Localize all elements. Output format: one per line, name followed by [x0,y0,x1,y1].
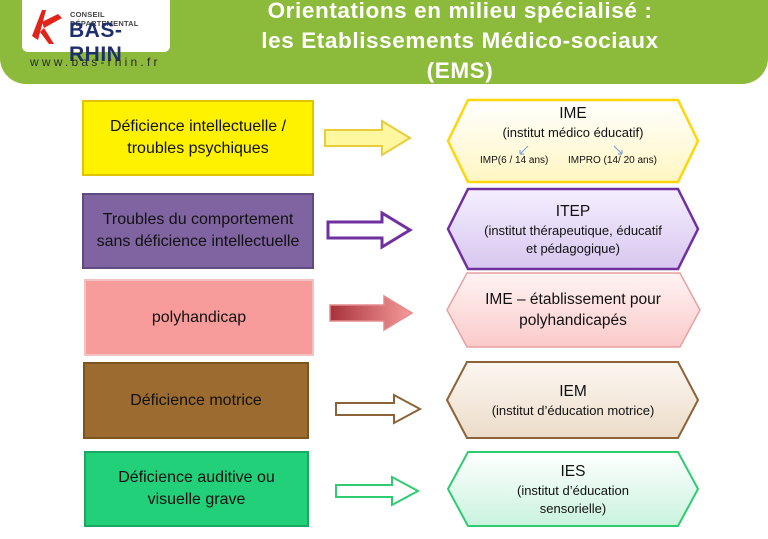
website-url: www.bas-rhin.fr [30,55,161,69]
source-label: polyhandicap [151,308,247,326]
target-text-ime-polyhandicap: IME – établissement pour polyhandicapés [478,278,668,342]
target-text-iem: IEM (institut d’éducation motrice) [470,367,676,433]
source-box-motor: Déficience motrice [83,362,309,439]
logo-mark-icon [32,10,62,44]
arrow-right-icon [335,475,421,507]
source-label: Déficience intellectuelle / troubles psy… [109,118,287,157]
title-line-3: (EMS) [426,58,494,83]
target-name: ITEP [555,202,591,220]
arrow-right-icon [326,210,413,250]
logo-title: BAS-RHIN [69,19,123,66]
target-hexagon-ime-polyhandicap [446,272,701,348]
target-description: (institut thérapeutique, éducatif et péd… [484,222,662,256]
logo: CONSEIL DÉPARTEMENTAL BAS-RHIN [22,0,170,66]
target-name: IES [560,462,586,480]
source-box-polyhandicap: polyhandicap [84,279,314,356]
target-description: (institut d’éducation sensorielle) [516,482,629,516]
title-line-2: les Etablissements Médico-sociaux [261,28,659,53]
arrow-down-right-icon [613,145,623,155]
title-line-1: Orientations en milieu spécialisé : [267,0,653,23]
sub-branch-impro: IMPRO (14/ 20 ans) [568,155,657,166]
target-text-ies: IES (institut d’éducation sensorielle) [490,455,656,523]
source-label: Déficience motrice [130,391,262,409]
logo-subtitle: CONSEIL DÉPARTEMENTAL [70,10,139,28]
target-text-ime: IME (institut médico éducatif) [470,102,676,142]
arrow-right-icon [329,294,414,332]
source-label: Déficience auditive ou visuelle grave [118,469,275,508]
target-name: IME [559,104,587,122]
target-hexagon-itep [446,187,700,271]
page-title: Orientations en milieu spécialisé : les … [180,0,740,86]
arrow-right-icon [335,393,423,425]
source-box-intellectual: Déficience intellectuelle / troubles psy… [82,100,314,176]
target-name: IME – établissement pour polyhandicapés [485,291,661,329]
target-description: (institut d’éducation motrice) [491,402,655,418]
arrow-down-left-icon [519,145,529,155]
sub-branch-imp: IMP(6 / 14 ans) [480,155,549,166]
source-box-sensory: Déficience auditive ou visuelle grave [84,451,309,527]
source-box-behaviour: Troubles du comportement sans déficience… [82,193,314,269]
source-label: Troubles du comportement sans déficience… [96,211,300,250]
target-hexagon-iem [445,361,700,439]
arrow-right-icon [324,119,412,157]
target-name: IEM [559,382,587,400]
target-hexagon-ies [446,451,700,527]
target-hexagon-ime [446,98,700,184]
header-banner: CONSEIL DÉPARTEMENTAL BAS-RHIN www.bas-r… [0,0,768,84]
target-description: (institut médico éducatif) [502,124,644,140]
target-text-itep: ITEP (institut thérapeutique, éducatif e… [478,194,668,264]
